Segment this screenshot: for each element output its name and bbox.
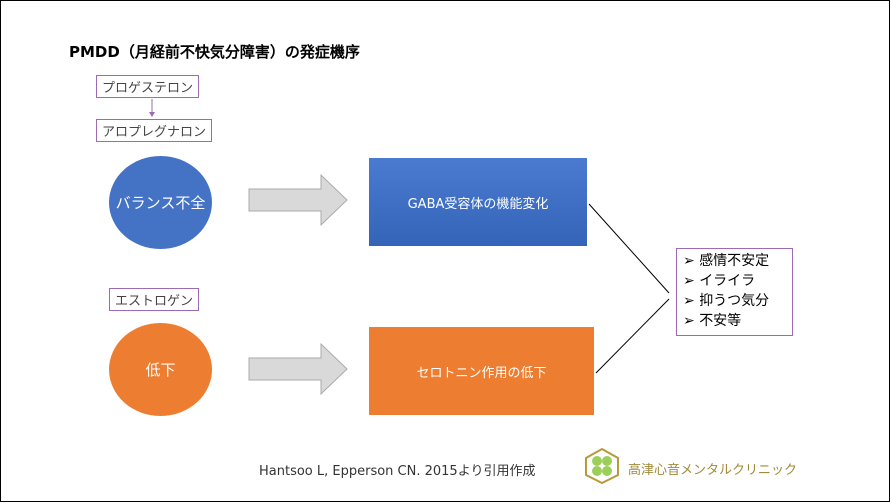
- symptom-item: ➢ 感情不安定: [683, 253, 770, 269]
- decrease-text: 低下: [145, 361, 176, 379]
- arrow-serotonin-to-symptoms: [595, 298, 670, 374]
- progesterone-label: プロゲステロン: [96, 75, 200, 98]
- block-arrow-top: [248, 173, 348, 227]
- arrow-gaba-to-symptoms: [588, 203, 670, 294]
- clinic-name: 高津心音メンタルクリニック: [628, 463, 798, 478]
- gaba-box: GABA受容体の機能変化: [369, 158, 587, 246]
- symptom-list: ➢ 感情不安定 ➢ イライラ ➢ 抑うつ気分 ➢ 不安等: [676, 248, 793, 336]
- block-arrow-bottom: [248, 342, 348, 396]
- symptom-item: ➢ 抑うつ気分: [683, 293, 770, 309]
- gaba-text: GABA受容体の機能変化: [407, 196, 549, 212]
- citation: Hantsoo L, Epperson CN. 2015より引用作成: [259, 464, 536, 479]
- serotonin-text: セロトニン作用の低下: [416, 365, 547, 381]
- clinic-logo-icon: [585, 447, 619, 485]
- estrogen-label: エストロゲン: [109, 288, 200, 311]
- symptom-item: ➢ イライラ: [683, 273, 756, 289]
- serotonin-box: セロトニン作用の低下: [369, 327, 594, 415]
- imbalance-text: バランス不全: [115, 194, 206, 212]
- symptom-item: ➢ 不安等: [683, 313, 742, 329]
- connector-arrowhead: [149, 112, 155, 117]
- slide-title: PMDD（月経前不快気分障害）の発症機序: [69, 43, 360, 61]
- decrease-circle: 低下: [109, 323, 212, 416]
- allopregnanolone-label: アロプレグナロン: [96, 119, 213, 142]
- imbalance-circle: バランス不全: [109, 156, 212, 249]
